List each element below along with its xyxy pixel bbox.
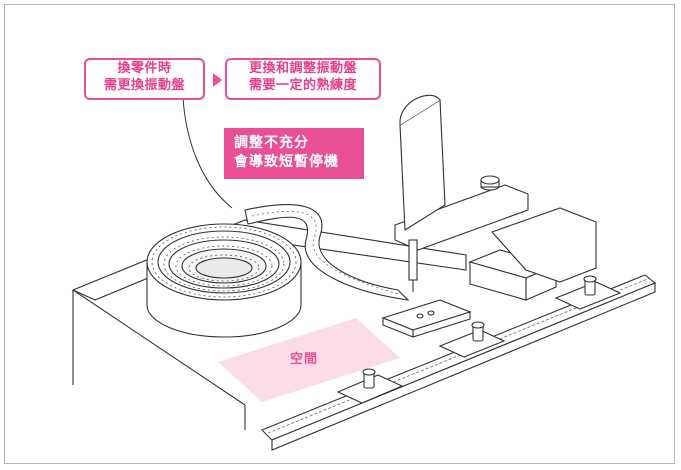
conveyor-fixtures	[336, 275, 622, 404]
callout-skill-required: 更換和調整振動盤 需要一定的熟練度	[225, 58, 381, 100]
callout-leader-line	[182, 97, 233, 209]
space-label: 空間	[290, 352, 319, 367]
callout-skill-required-line1: 更換和調整振動盤	[248, 61, 357, 76]
callout-replace-parts: 換零件時 需更換振動盤	[84, 58, 205, 100]
scara-robot	[394, 94, 597, 292]
arrow-right-icon	[213, 73, 222, 87]
space-area	[218, 318, 400, 402]
feed-track	[244, 204, 410, 301]
downtime-warning: 調整不充分 會導致短暫停機	[224, 128, 364, 179]
callout-skill-required-line2: 需要一定的熟練度	[248, 78, 357, 93]
callout-replace-parts-line2: 需更換振動盤	[103, 78, 185, 93]
downtime-warning-line1: 調整不充分	[234, 135, 309, 151]
pickup-plate	[381, 299, 472, 338]
machine-base	[71, 219, 467, 430]
vibratory-bowl-feeder	[146, 223, 302, 338]
downtime-warning-line2: 會導致短暫停機	[234, 154, 339, 170]
callout-replace-parts-line1: 換零件時	[117, 61, 172, 76]
